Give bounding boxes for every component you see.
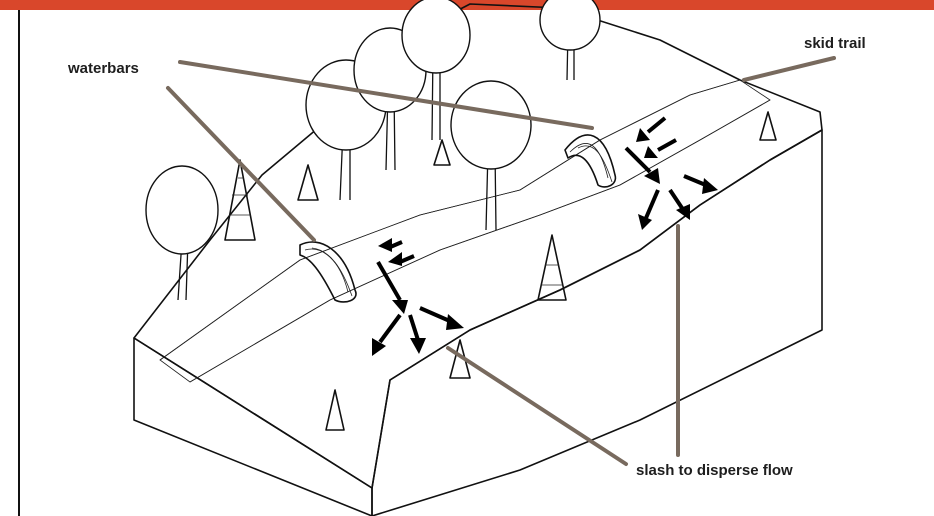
leader-skid-trail <box>744 58 834 80</box>
label-skid-trail: skid trail <box>804 35 866 52</box>
ground-surface <box>134 4 822 488</box>
deciduous-tree-left <box>146 166 218 300</box>
conifer-tree-4 <box>326 390 344 430</box>
deciduous-tree-5 <box>451 81 531 230</box>
ground-block <box>134 4 822 516</box>
conifer-tree-7 <box>434 140 450 165</box>
conifer-tree-2 <box>538 235 566 300</box>
conifer-tree-6 <box>760 112 776 140</box>
waterbar-upper <box>565 135 615 187</box>
front-face <box>134 338 372 516</box>
label-waterbars: waterbars <box>67 60 139 77</box>
waterbar-lower <box>300 242 356 302</box>
cut-face <box>372 130 822 516</box>
label-slash: slash to disperse flow <box>636 462 793 479</box>
flow-arrows-lower <box>372 238 464 356</box>
deciduous-tree-6 <box>540 0 600 80</box>
conifer-tree-3 <box>298 165 318 200</box>
trees <box>146 0 776 430</box>
leader-slash-left <box>448 348 626 464</box>
